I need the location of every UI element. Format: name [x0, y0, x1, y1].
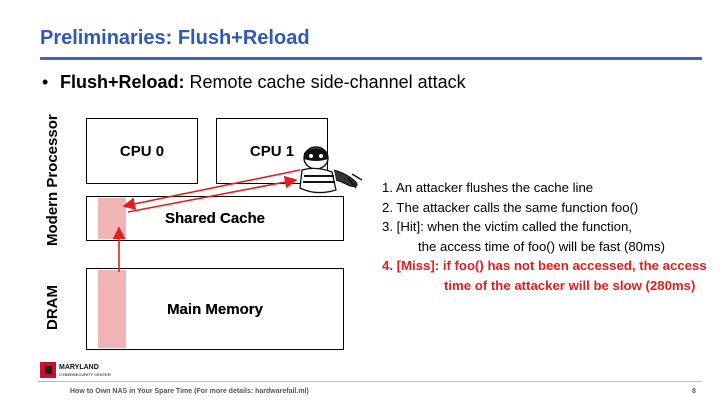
bullet-term: Flush+Reload: — [60, 72, 185, 92]
main-memory-box: Main Memory — [86, 268, 344, 350]
main-memory-label-overlay: Main Memory — [167, 300, 263, 318]
step-1: 1. An attacker flushes the cache line — [382, 180, 594, 195]
bullet-line: • Flush+Reload: Remote cache side-channel… — [42, 72, 466, 93]
step-2: 2. The attacker calls the same function … — [382, 199, 639, 215]
page-number: 8 — [692, 388, 696, 395]
memory-line-highlight — [98, 270, 126, 348]
logo-subtitle: CYBERSECURITY CENTER — [59, 371, 111, 377]
step-4: 4. [Miss]: if foo() has not been accesse… — [382, 258, 707, 273]
maryland-flag-icon — [40, 362, 56, 378]
flush-arrow — [122, 169, 301, 211]
logo-name: MARYLAND — [59, 363, 99, 371]
cpu0-box: CPU 0 — [86, 118, 198, 184]
main-memory-label: Main Memory — [167, 300, 263, 318]
bullet-text: Remote cache side-channel attack — [184, 72, 466, 92]
cpu0-label: CPU 0 — [119, 142, 165, 160]
reload-arrow — [127, 175, 298, 213]
step-3-detail: the access time of foo() will be fast (8… — [418, 238, 665, 254]
cpu1-box: CPU 1 — [216, 118, 328, 184]
maryland-logo: MARYLAND CYBERSECURITY CENTER — [40, 362, 111, 378]
slide-title: Preliminaries: Flush+Reload — [40, 27, 310, 49]
attack-steps: 1. An attacker flushes the cache line 2.… — [382, 178, 707, 295]
step-4-detail: time of the attacker will be slow (280ms… — [444, 277, 696, 293]
footer-text: How to Own NAS in Your Spare Time (For m… — [70, 388, 309, 395]
cpu1-label: CPU 1 — [249, 142, 295, 160]
bullet-marker: • — [42, 72, 49, 92]
step-3: 3. [Hit]: when the victim called the fun… — [382, 219, 632, 234]
burglar-icon — [299, 146, 363, 194]
shared-cache-label-overlay: Shared Cache — [164, 210, 266, 227]
footer-divider — [38, 381, 702, 382]
shared-cache-label: Shared Cache — [164, 210, 266, 227]
title-underline — [40, 57, 702, 60]
